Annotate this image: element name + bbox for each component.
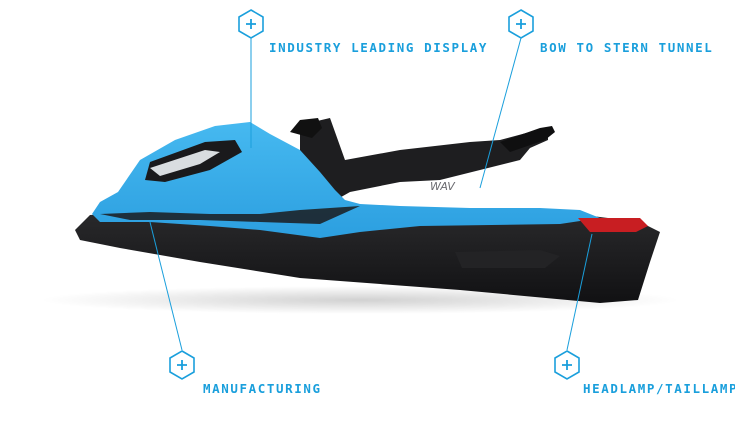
taillamp bbox=[578, 218, 648, 232]
rear-rail bbox=[500, 126, 555, 152]
callout-line-lamps bbox=[566, 233, 593, 351]
callout-line-manufacturing bbox=[149, 221, 183, 351]
seat-frame bbox=[300, 118, 548, 214]
headlamp bbox=[150, 150, 220, 176]
hull-panel bbox=[455, 250, 560, 268]
label-bow-to-stern-tunnel[interactable]: BOW TO STERN TUNNEL bbox=[540, 40, 714, 55]
label-headlamp-taillamp[interactable]: HEADLAMP/TAILLAMP bbox=[583, 381, 735, 396]
hull bbox=[75, 210, 660, 303]
plus-hexagon-icon[interactable] bbox=[238, 9, 264, 39]
label-industry-leading-display[interactable]: INDUSTRY LEADING DISPLAY bbox=[269, 40, 489, 55]
callout-line-tunnel bbox=[479, 37, 522, 189]
deck-band bbox=[100, 206, 360, 224]
product-logo: WAV bbox=[430, 180, 456, 193]
plus-hexagon-icon[interactable] bbox=[554, 350, 580, 380]
plus-hexagon-icon[interactable] bbox=[508, 9, 534, 39]
plus-hexagon-icon[interactable] bbox=[169, 350, 195, 380]
handlebar bbox=[290, 118, 322, 138]
label-manufacturing[interactable]: MANUFACTURING bbox=[203, 381, 322, 396]
